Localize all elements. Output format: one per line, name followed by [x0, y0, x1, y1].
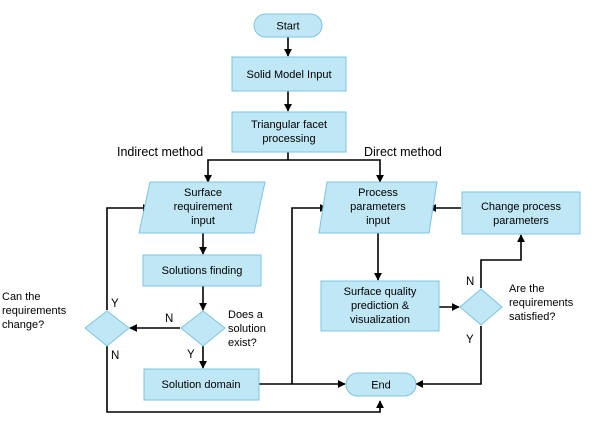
edge-change-yes-to-surface-req [106, 204, 151, 310]
label-exist-no: N [165, 313, 173, 325]
label-satisfied-yes: Y [466, 334, 474, 346]
label-change-yes: Y [111, 298, 119, 310]
heading-direct-method: Direct method [364, 145, 442, 159]
node-solution-exist-decision [180, 310, 226, 347]
node-requirements-satisfied-decision [459, 288, 503, 326]
node-end: End [345, 372, 417, 397]
heading-indirect-method: Indirect method [117, 145, 203, 159]
node-requirements-change-decision [84, 310, 130, 347]
node-solid-model-input: Solid Model Input [231, 56, 347, 92]
node-solution-domain: Solution domain [143, 368, 260, 401]
edge-satisfied-no-to-change-params [480, 234, 525, 288]
svg-text:Start: Start [276, 21, 299, 33]
edges [106, 37, 525, 413]
svg-text:Solution domain: Solution domain [162, 379, 241, 391]
svg-text:Solutions finding: Solutions finding [162, 265, 243, 277]
svg-text:Solid Model Input: Solid Model Input [247, 69, 332, 81]
label-satisfied-no: N [466, 276, 474, 288]
edge-change-no-to-end [106, 346, 384, 413]
node-solutions-finding: Solutions finding [142, 254, 262, 287]
edge-triangular-split [207, 152, 381, 182]
svg-text:End: End [371, 380, 391, 392]
label-change-no: N [111, 350, 119, 362]
edge-satisfied-yes-to-end [415, 326, 482, 388]
edge-domain-to-process-params [291, 204, 328, 384]
label-exist-yes: Y [187, 349, 195, 361]
node-start: Start [253, 13, 323, 38]
